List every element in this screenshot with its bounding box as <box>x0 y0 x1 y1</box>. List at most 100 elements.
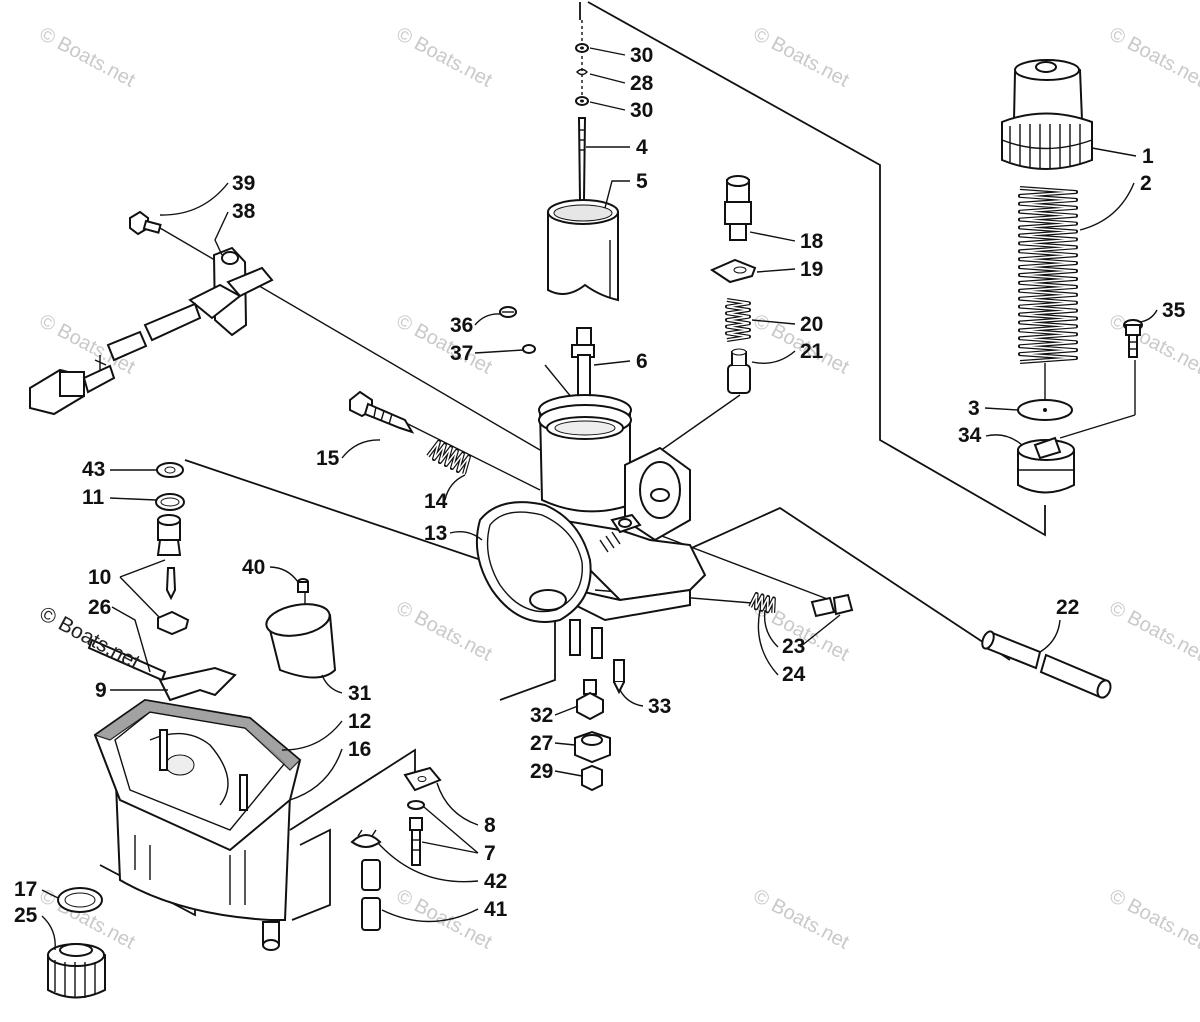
callout-5: 5 <box>636 170 648 193</box>
callout-39: 39 <box>232 172 255 195</box>
callout-5-leader <box>604 180 630 209</box>
oring-11 <box>155 493 185 511</box>
callout-41: 41 <box>484 898 508 921</box>
callout-18-leader <box>749 231 796 242</box>
callout-33: 33 <box>648 695 671 718</box>
gasket-12 <box>93 699 301 771</box>
callout-2-leader <box>1079 182 1135 231</box>
callout-20: 20 <box>800 313 823 336</box>
screw-23 <box>810 593 854 618</box>
needle-jet-6 <box>571 327 595 408</box>
callout-34-leader <box>985 434 1023 446</box>
callout-42-leader <box>377 842 479 883</box>
callout-21: 21 <box>800 340 824 363</box>
carburetor-body-13 <box>475 394 707 659</box>
screw-36 <box>499 306 517 318</box>
callout-34: 34 <box>958 424 982 447</box>
plunger-21 <box>727 348 751 394</box>
callout-24-leader <box>757 609 779 676</box>
wm-mid-edge: © Boats.net <box>1106 310 1200 379</box>
washer-19 <box>709 258 757 284</box>
throttle-sensor-38 <box>29 246 274 416</box>
float-bowl-16 <box>93 698 302 951</box>
float-clip-10 <box>157 610 190 636</box>
jet-33 <box>613 659 625 695</box>
bolt-7 <box>407 800 425 866</box>
callout-24: 24 <box>782 663 806 686</box>
callout-20-leader <box>751 319 796 325</box>
clamp-42 <box>350 829 382 848</box>
main-jet-29 <box>581 764 603 792</box>
callout-28: 28 <box>630 72 654 95</box>
callout-40: 40 <box>242 556 265 579</box>
bracket-8 <box>403 766 442 792</box>
callout-26-leader <box>111 606 151 673</box>
callout-32-leader <box>554 705 579 716</box>
washer-37 <box>522 344 536 354</box>
callout-19: 19 <box>800 258 823 281</box>
spring-24 <box>748 592 776 614</box>
callout-7-leader <box>423 806 479 854</box>
carb-cap-1 <box>1001 59 1093 170</box>
callout-33-leader <box>619 689 644 707</box>
callout-13: 13 <box>424 522 447 545</box>
callout-4: 4 <box>636 136 648 159</box>
callout-23: 23 <box>782 635 805 658</box>
callout-28-leader <box>589 73 626 84</box>
callout-23-leader <box>763 609 779 648</box>
spring-seat-3 <box>1017 399 1073 421</box>
callout-10: 10 <box>88 566 111 589</box>
washer-43 <box>156 462 184 478</box>
jet-holder-27 <box>574 730 611 764</box>
callout-17-leader <box>41 889 59 899</box>
callout-1: 1 <box>1142 145 1154 168</box>
clip-28 <box>576 68 588 76</box>
callout-37-leader <box>474 349 524 354</box>
callout-16: 16 <box>348 738 371 761</box>
callout-3-leader <box>984 407 1019 411</box>
callout-30-top-leader <box>589 47 626 56</box>
needle-retainer-34 <box>1017 436 1075 494</box>
callout-25: 25 <box>14 904 38 927</box>
callout-18: 18 <box>800 230 824 253</box>
callout-25-leader <box>41 915 56 951</box>
callout-38: 38 <box>232 200 256 223</box>
drain-40 <box>297 578 309 593</box>
drain-plug-25 <box>47 943 106 999</box>
bolt-39 <box>129 210 162 236</box>
wm-low-edge: © Boats.net <box>1106 597 1200 666</box>
callout-2: 2 <box>1140 172 1152 195</box>
callout-7-leader-2 <box>421 841 479 854</box>
washer-30-lower <box>575 96 589 106</box>
float-31 <box>265 603 337 679</box>
screw-35 <box>1123 319 1143 358</box>
callout-13-leader <box>449 531 483 541</box>
callout-14-leader <box>444 474 466 501</box>
callout-27: 27 <box>530 732 553 755</box>
stop-screw-15 <box>349 390 415 434</box>
callout-7: 7 <box>484 842 496 865</box>
float-valve-seat-10 <box>156 514 182 556</box>
callout-16-leader <box>289 748 343 801</box>
callout-42: 42 <box>484 870 507 893</box>
callout-11-leader <box>109 497 157 501</box>
callout-35: 35 <box>1162 299 1186 322</box>
spring-14 <box>426 439 471 475</box>
callout-6: 6 <box>636 350 648 373</box>
wm-bottom-edge: © Boats.net <box>1106 885 1200 954</box>
callout-35-leader <box>1139 309 1158 323</box>
callout-32: 32 <box>530 704 553 727</box>
callout-14: 14 <box>424 490 448 513</box>
plunger-18 <box>724 175 752 241</box>
wm-top-left: © Boats.net <box>36 23 139 92</box>
jet-32 <box>576 679 604 721</box>
float-needle-10 <box>165 567 177 601</box>
callout-19-leader <box>756 268 796 273</box>
callout-41-leader <box>381 908 479 923</box>
hose-22 <box>981 630 1112 699</box>
callout-22-leader <box>1039 619 1061 653</box>
callout-9: 9 <box>95 679 107 702</box>
throttle-valve-5 <box>547 199 619 302</box>
